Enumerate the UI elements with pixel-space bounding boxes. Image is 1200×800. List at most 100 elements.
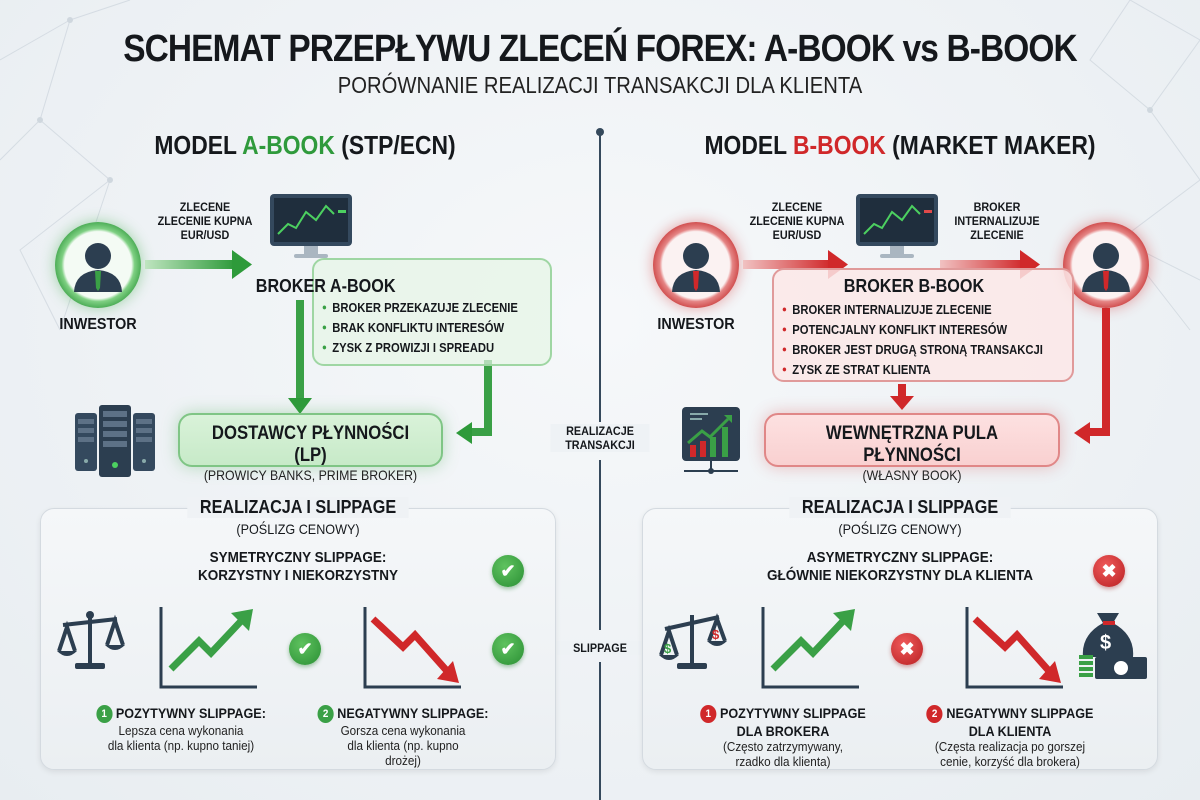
a-book-flow-arrows xyxy=(145,250,492,444)
a-book-title-accent: A-BOOK xyxy=(242,130,335,160)
b-book-investor-label: INWESTOR xyxy=(657,316,735,333)
a-book-liquidity-providers: DOSTAWCY PŁYNNOŚCI (LP) (PROWICY BANKS, … xyxy=(178,413,443,483)
bullet-item: ZYSK Z PROWIZJI I SPREADU xyxy=(322,338,518,358)
panel-heading: ASYMETRYCZNY SLIPPAGE: GŁÓWNIE NIEKORZYS… xyxy=(669,549,1132,585)
person-icon xyxy=(1082,243,1130,292)
caption-title-line-2: DLA BROKERA xyxy=(736,723,830,739)
a-book-investor-avatar xyxy=(55,222,141,308)
caption-title-text: POZYTYWNY SLIPPAGE: xyxy=(115,705,266,721)
bullet-item: POTENCJALNY KONFLIKT INTERESÓW xyxy=(782,320,1043,340)
a-book-slippage-panel: REALIZACJA I SLIPPAGE (POŚLIZG CENOWY) S… xyxy=(40,497,556,770)
lp-title: DOSTAWCY PŁYNNOŚCI (LP) xyxy=(211,423,410,466)
b-book-title-suffix: (MARKET MAKER) xyxy=(885,130,1096,160)
panel-heading: SYMETRYCZNY SLIPPAGE: KORZYSTNY I NIEKOR… xyxy=(67,549,530,585)
internalize-label-line-1: BROKER xyxy=(973,200,1021,214)
a-book-broker-label: BROKER A-BOOK xyxy=(255,276,396,296)
caption-title-line-2: DLA KLIENTA xyxy=(968,723,1052,739)
caption-text-line: Lepsza cena wykonania xyxy=(118,723,244,738)
order-label-line-1: ZLECENE xyxy=(771,200,823,214)
pool-subtitle: (WŁASNY BOOK) xyxy=(862,467,962,483)
panel-heading-line-2: KORZYSTNY I NIEKORZYSTNY xyxy=(197,567,399,584)
server-rack-icon xyxy=(75,405,155,477)
number-badge: 1 xyxy=(700,705,717,723)
bullet-item: BRAK KONFLIKTU INTERESÓW xyxy=(322,318,518,338)
b-book-broker-counterparty-avatar xyxy=(1063,222,1149,308)
panel-title: REALIZACJA I SLIPPAGE xyxy=(41,497,555,518)
person-icon xyxy=(672,243,720,292)
cross-icon: ✖ xyxy=(1093,555,1125,587)
a-book-broker-bullets: BROKER PRZEKAZUJE ZLECENIE BRAK KONFLIKT… xyxy=(322,298,518,358)
arrow-investor-to-broker xyxy=(743,260,831,269)
slippage-center-label: SLIPPAGE xyxy=(550,641,650,655)
panel-title: REALIZACJA I SLIPPAGE xyxy=(643,497,1157,518)
a-book-investor-label: INWESTOR xyxy=(59,316,137,333)
price-up-chart-icon xyxy=(761,607,859,689)
price-down-chart-icon xyxy=(965,607,1063,689)
arrow-investor-to-broker xyxy=(145,260,235,269)
caption-text-line: drożej) xyxy=(385,753,421,768)
check-icon: ✔ xyxy=(492,633,524,665)
center-divider-middle xyxy=(599,460,601,630)
arrow-broker-to-counterparty xyxy=(940,260,1024,269)
order-label-line-3: EUR/USD xyxy=(772,228,822,242)
internalize-label-line-3: ZLECENIE xyxy=(970,228,1024,242)
execution-label: REALIZACJE TRANSAKCJI xyxy=(550,424,650,452)
number-badge: 2 xyxy=(317,705,334,723)
check-icon: ✔ xyxy=(289,633,321,665)
b-book-title-prefix: MODEL xyxy=(704,130,794,160)
b-book-title-accent: B-BOOK xyxy=(793,130,886,160)
price-up-chart-icon xyxy=(159,607,257,689)
arrow-counterparty-to-pool xyxy=(1088,308,1110,436)
number-badge: 1 xyxy=(96,705,113,723)
trading-monitor-icon xyxy=(856,194,938,258)
order-label-line-2: ZLECENIE KUPNA xyxy=(157,214,253,228)
order-label-line-3: EUR/USD xyxy=(180,228,230,242)
b-book-internal-liquidity-pool: WEWNĘTRZNA PULA PŁYNNOŚCI (WŁASNY BOOK) xyxy=(764,413,1060,483)
cross-icon: ✖ xyxy=(891,633,923,665)
arrow-broker-to-lp xyxy=(296,300,304,400)
b-book-model-title: MODEL B-BOOK (MARKET MAKER) xyxy=(680,130,1120,161)
internalize-label-line-2: INTERNALIZUJE xyxy=(954,214,1040,228)
a-book-model-title: MODEL A-BOOK (STP/ECN) xyxy=(85,130,525,161)
a-book-order-label: ZLECENE ZLECENIE KUPNA EUR/USD xyxy=(147,200,264,242)
price-down-chart-icon xyxy=(363,607,461,689)
b-book-order-label: ZLECENE ZLECENIE KUPNA EUR/USD xyxy=(739,200,856,242)
execution-label-line-1: REALIZACJE xyxy=(566,424,634,438)
panel-heading-line-2: GŁÓWNIE NIEKORZYSTNY DLA KLIENTA xyxy=(766,567,1034,584)
dollar-symbol: $ xyxy=(1100,632,1111,654)
a-book-title-suffix: (STP/ECN) xyxy=(334,130,456,160)
bullet-item: BROKER INTERNALIZUJE ZLECENIE xyxy=(782,300,1043,320)
caption-text-line: (Często zatrzymywany, xyxy=(722,739,844,754)
caption-text-line: Gorsza cena wykonania xyxy=(340,723,466,738)
page-title: SCHEMAT PRZEPŁYWU ZLECEŃ FOREX: A-BOOK v… xyxy=(123,28,1077,70)
caption-text-line: dla klienta (np. kupno taniej) xyxy=(107,738,255,753)
caption-title-text: NEGATYWNY SLIPPAGE xyxy=(946,705,1094,721)
caption-text-line: rzadko dla klienta) xyxy=(735,754,831,769)
lp-subtitle: (PROWICY BANKS, PRIME BROKER) xyxy=(203,467,418,483)
caption-text-line: dla klienta (np. kupno xyxy=(347,738,459,753)
pool-title: WEWNĘTRZNA PULA PŁYNNOŚCI xyxy=(825,423,999,466)
panel-title-text: REALIZACJA I SLIPPAGE xyxy=(789,497,1011,518)
bullet-item: BROKER JEST DRUGĄ STRONĄ TRANSAKCJI xyxy=(782,340,1043,360)
panel-subtitle: (POŚLIZG CENOWY) xyxy=(236,521,360,537)
caption-text-line: (Częsta realizacja po gorszej xyxy=(934,739,1086,754)
bullet-item: BROKER PRZEKAZUJE ZLECENIE xyxy=(322,298,518,318)
dollar-symbol: $ xyxy=(712,627,720,642)
b-book-investor-avatar xyxy=(653,222,739,308)
caption-title-text: NEGATYWNY SLIPPAGE: xyxy=(337,705,489,721)
caption-title-text: POZYTYWNY SLIPPAGE xyxy=(719,705,866,721)
dollar-symbol: $ xyxy=(664,641,672,656)
center-divider-top xyxy=(599,132,601,422)
bullet-item: ZYSK ZE STRAT KLIENTA xyxy=(782,360,1043,380)
b-book-broker-bullets: BROKER INTERNALIZUJE ZLECENIE POTENCJALN… xyxy=(782,300,1043,380)
number-badge: 2 xyxy=(926,705,943,723)
execution-label-line-2: TRANSAKCJI xyxy=(565,438,635,452)
money-bag-icon: $ xyxy=(1079,613,1147,679)
